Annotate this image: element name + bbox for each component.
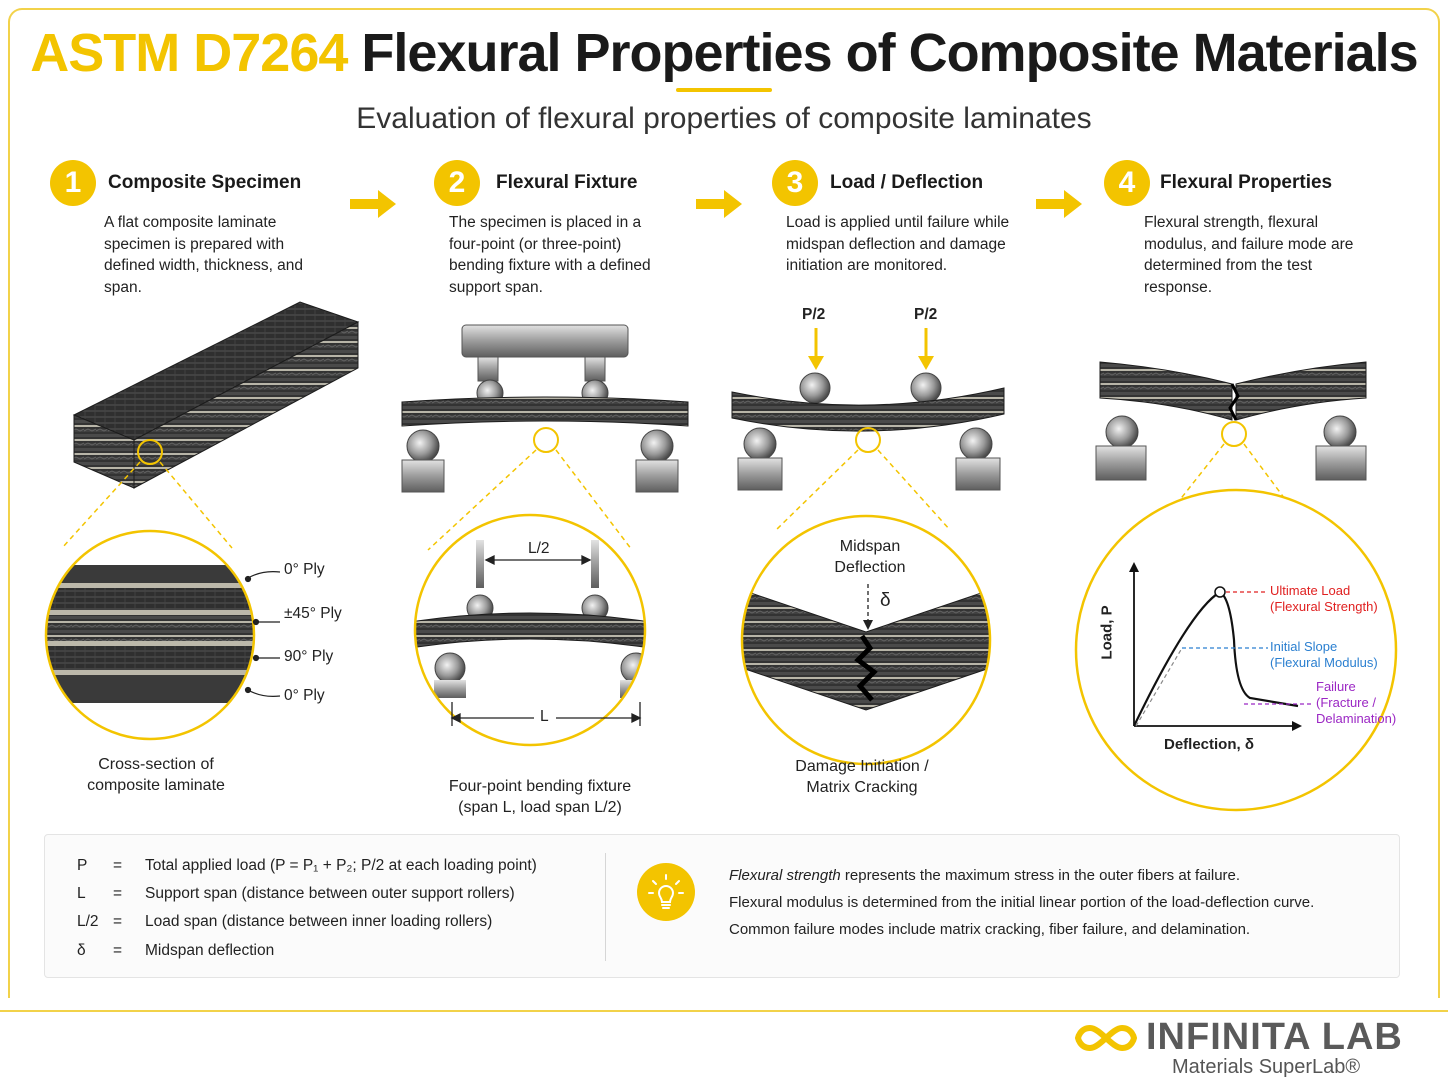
legend-text: Load span (distance between inner loadin… [145,913,493,930]
fixture-zoom [415,515,645,745]
legend-divider [605,853,606,961]
span-label: L [540,708,549,725]
load-label: P/2 [802,306,826,323]
annotation-line: (Fracture / [1316,695,1376,710]
legend-row: P = Total applied load (P = P₁ + P₂; P/2 a… [77,857,537,875]
load-deflection-chart [1129,562,1314,731]
arrow-right-icon [350,190,396,218]
damage-zoom [742,516,990,764]
legend-equals: = [113,857,123,874]
step-description: The specimen is placed in a four-point (… [449,214,651,296]
caption-line: Deflection [834,559,906,576]
cross-section-zoom [46,531,254,739]
annotation-line: Initial Slope [1270,639,1338,654]
legend-symbol: δ [77,942,86,959]
step-description: A flat composite laminate specimen is pr… [104,214,304,296]
step-number: 2 [434,160,480,206]
legend-row: δ = Midspan deflection [77,942,274,960]
half-span-label: L/2 [528,540,550,557]
note-failure: Common failure modes include matrix crac… [729,921,1251,938]
step1-caption: Cross-section of composite laminate [56,754,256,796]
note-modulus: Flexural modulus is determined from the … [729,894,1315,911]
step-title: Flexural Properties [1160,172,1333,193]
legend-row: L = Support span (distance between outer s… [77,885,515,903]
step2-caption: Four-point bending fixture (span L, load… [420,776,660,818]
note-text: represents the maximum stress in the out… [840,867,1241,884]
annotation-line: (Flexural Strength) [1270,599,1378,614]
annotation-line: (Flexural Modulus) [1270,655,1378,670]
caption-line: (span L, load span L/2) [458,799,622,816]
legend-equals: = [113,942,123,959]
ply-label: 0° Ply [284,561,325,578]
load-label: P/2 [914,306,938,323]
caption-line: composite laminate [87,777,225,794]
brand-name: INFINITA LAB [1146,1016,1403,1058]
step-description: Flexural strength, flexural modulus, and… [1144,214,1354,296]
brand-logo: INFINITA LAB Materials SuperLab® [1074,1016,1404,1082]
midspan-label: Midspan Deflection [810,536,930,578]
legend-symbol: L [77,885,86,902]
page-subtitle: Evaluation of flexural properties of com… [356,102,1092,135]
loaded-specimen [731,372,1005,491]
legend-panel: P = Total applied load (P = P₁ + P₂; P/2 a… [44,834,1400,978]
page-title: ASTM D7264 Flexural Properties of Compos… [0,22,1448,84]
annotation-line: Ultimate Load [1270,583,1351,598]
caption-line: Cross-section of [98,756,214,773]
step-title: Composite Specimen [108,172,302,193]
fractured-specimen [1095,361,1367,481]
caption-line: Damage Initiation / [795,758,929,775]
step3-caption: Damage Initiation / Matrix Cracking [770,756,954,798]
initial-slope-label: Initial Slope (Flexural Modulus) [1270,639,1378,671]
step-title: Load / Deflection [830,172,984,193]
note-emphasis: Flexural strength [729,867,841,884]
arrow-right-icon [1036,190,1082,218]
ply-label: ±45° Ply [284,605,342,622]
caption-line: Four-point bending fixture [448,778,632,795]
title-underline [676,88,772,92]
arrow-right-icon [696,190,742,218]
step-description: Load is applied until failure while mids… [786,214,1010,274]
infinity-icon [1074,1024,1138,1052]
note-strength: Flexural strength represents the maximum… [729,867,1240,884]
delta-label: δ [880,590,891,611]
composite-specimen [72,301,360,489]
bending-fixture [401,324,689,493]
step-title: Flexural Fixture [496,172,638,193]
title-standard: ASTM D7264 [30,23,348,83]
legend-symbol: L/2 [77,913,99,930]
legend-symbol: P [77,857,88,874]
annotation-line: Delamination) [1316,711,1397,726]
brand-tagline: Materials SuperLab® [1172,1056,1361,1078]
ply-label: 90° Ply [284,648,334,665]
caption-line: Midspan [839,538,901,555]
step-number: 4 [1104,160,1150,206]
page-frame [8,8,1440,998]
lightbulb-icon [637,863,695,921]
footer-divider [0,1010,1448,1012]
ply-label: 0° Ply [284,687,325,704]
step-number: 3 [772,160,818,206]
x-axis-label: Deflection, δ [1164,736,1254,753]
zoom-marker [137,439,163,465]
caption-line: Matrix Cracking [806,779,918,796]
legend-text: Midspan deflection [145,942,275,959]
failure-label: Failure (Fracture / Delamination) [1316,679,1396,727]
y-axis-label: Load, P [1098,605,1116,660]
step-number: 1 [50,160,96,206]
legend-equals: = [113,885,123,902]
title-text: Flexural Properties of Composite Materia… [361,23,1418,83]
legend-row: L/2 = Load span (distance between inner lo… [77,913,492,931]
load-arrows [808,328,934,370]
annotation-line: Failure [1316,679,1356,694]
legend-text: Total applied load (P = P₁ + P₂; P/2 at … [145,857,537,874]
legend-equals: = [113,913,123,930]
ultimate-load-label: Ultimate Load (Flexural Strength) [1270,583,1378,615]
legend-text: Support span (distance between outer sup… [145,885,515,902]
